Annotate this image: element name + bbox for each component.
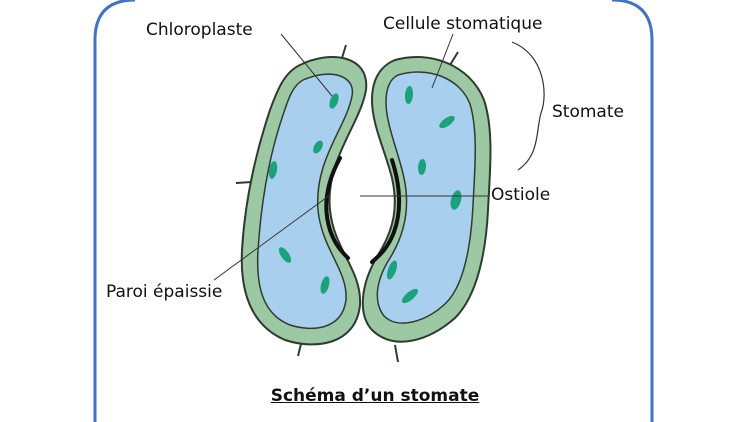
label-chloroplast: Chloroplaste	[146, 20, 253, 40]
label-stomate: Stomate	[552, 102, 624, 122]
diagram-frame	[95, 0, 652, 422]
stomate-brace	[512, 42, 544, 170]
label-ostiole: Ostiole	[491, 185, 550, 205]
diagram-caption: Schéma d’un stomate	[0, 386, 750, 406]
right-guard-cell	[363, 52, 491, 362]
caption-text: Schéma d’un stomate	[271, 386, 480, 406]
left-guard-cell	[236, 45, 366, 356]
label-thick-wall: Paroi épaissie	[106, 282, 222, 302]
label-guard-cell: Cellule stomatique	[383, 14, 542, 34]
